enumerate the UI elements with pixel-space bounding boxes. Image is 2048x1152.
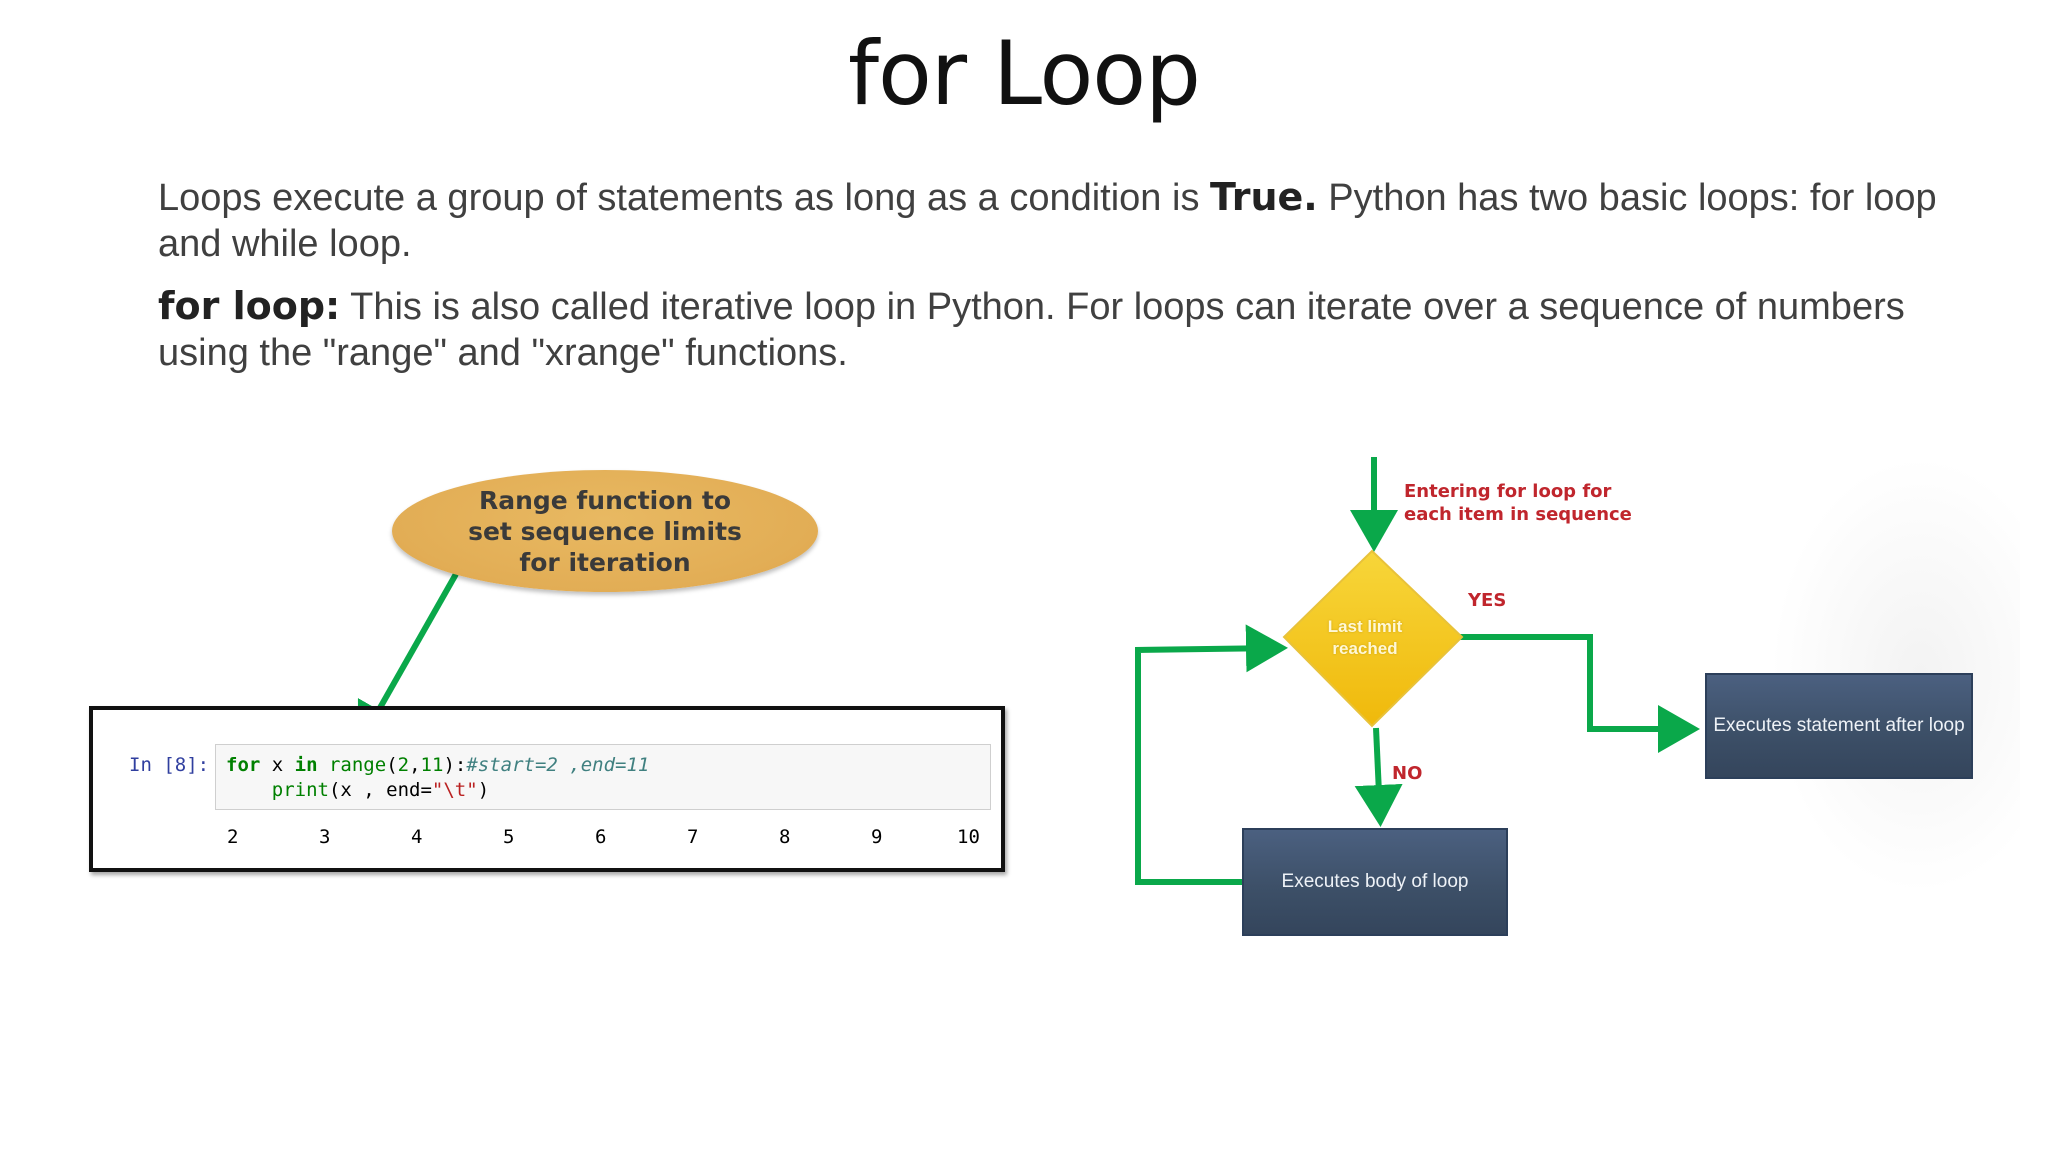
callout-text: Range function to set sequence limits fo… [468,485,742,577]
notebook-cell-frame: In [8]: for x in range(2,11):#start=2 ,e… [89,706,1005,872]
range-function: range [317,754,387,776]
intro-text-end: Python has two basic loops: for loop and… [158,177,1937,265]
for-loop-description: This is also called iterative loop in Py… [158,286,1905,374]
output-value: 6 [595,826,607,848]
loop-variable: x [260,754,295,776]
code-comment: #start=2 ,end=11 [466,754,650,776]
decision-diamond [1282,549,1464,728]
no-path-arrow [1354,727,1403,827]
yes-path-arrow [1460,634,1700,753]
for-loop-paragraph: for loop: This is also called iterative … [158,283,1958,376]
range-callout: Range function to set sequence limits fo… [392,470,818,592]
output-value: 2 [227,826,239,848]
output-value: 7 [687,826,699,848]
intro-paragraph: Loops execute a group of statements as l… [158,174,1958,267]
no-label: NO [1392,763,1423,784]
condition-label: Last limit reached [1327,617,1403,658]
output-value: 5 [503,826,515,848]
code-indent [226,779,272,801]
print-args: (x , end= [328,779,432,801]
slide-title: for Loop [848,22,1201,125]
range-open: ( [386,754,398,776]
loop-body-box: Executes body of loop [1242,828,1508,936]
output-value: 4 [411,826,423,848]
intro-text-start: Loops execute a group of statements as l… [158,177,1210,219]
yes-label: YES [1468,590,1507,611]
print-function: print [271,779,329,801]
range-comma: , [409,754,421,776]
intro-bold-true: True. [1210,175,1318,219]
tab-string: "\t" [431,779,478,801]
output-value: 8 [779,826,791,848]
for-loop-term: for loop: [158,284,341,328]
output-value: 3 [319,826,331,848]
loop-back-arrow [1135,624,1288,885]
after-loop-box: Executes statement after loop [1705,673,1973,779]
output-value: 9 [871,826,883,848]
output-value: 10 [957,826,980,848]
keyword-for: for [226,754,261,776]
code-cell[interactable]: for x in range(2,11):#start=2 ,end=11 pr… [215,744,991,810]
keyword-in: in [294,754,318,776]
input-prompt: In [8]: [129,754,210,776]
print-close: ) [477,779,490,801]
range-start: 2 [397,754,410,776]
entry-note: Entering for loop for each item in seque… [1404,481,1632,525]
range-end: 11 [420,754,444,776]
range-close: ): [443,754,467,776]
